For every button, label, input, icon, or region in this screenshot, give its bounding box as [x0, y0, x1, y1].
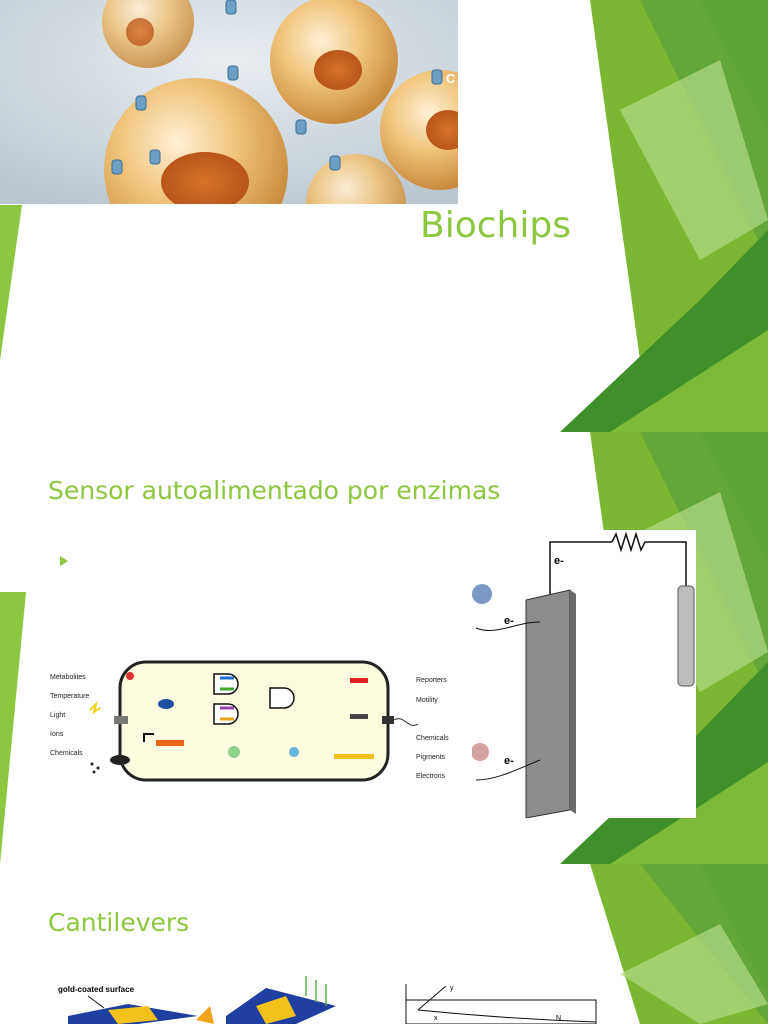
input-label: Ions: [50, 731, 64, 738]
biofuel-cell-diagram: e- e- e-: [472, 530, 696, 818]
axis-label: y: [450, 985, 454, 992]
electron-label: e-: [554, 555, 564, 567]
output-label: Chemicals: [416, 735, 449, 742]
cell-circuit-diagram: Metabolites Temperature Light Ions Chemi…: [50, 660, 449, 782]
output-label: Reporters: [416, 677, 447, 684]
bullet-arrow-icon: [60, 556, 68, 566]
green-decoration: [0, 0, 768, 432]
electron-label: e-: [504, 615, 514, 627]
input-label: Temperature: [50, 693, 89, 700]
axis-label: N: [556, 1015, 561, 1022]
green-decoration: [590, 864, 768, 1024]
axis-label: x: [434, 1015, 438, 1022]
output-label: Pigments: [416, 754, 446, 761]
input-label: Chemicals: [50, 750, 83, 757]
electron-label: e-: [504, 755, 514, 767]
slide-heading: Cantilevers: [48, 908, 190, 937]
slide-enzyme-sensor: Sensor autoalimentado por enzimas Metabo…: [0, 432, 768, 864]
svg-text:C: C: [446, 71, 456, 86]
output-label: Motility: [416, 697, 438, 704]
slide-title-text: Biochips: [420, 205, 571, 246]
output-label: Electrons: [416, 773, 446, 780]
cantilever-diagram-left: gold-coated surface: [58, 985, 198, 1024]
cantilever-axis-diagram: y x N: [405, 984, 597, 1024]
slide-cantilevers: Cantilevers gold-coated surface y x N: [0, 864, 768, 1024]
input-label: Metabolites: [50, 674, 86, 681]
cantilever-diagram-middle: [196, 976, 336, 1024]
slide-title: C Biochips: [0, 0, 768, 432]
cells-image: C: [0, 0, 458, 204]
input-label: Light: [50, 712, 65, 719]
surface-label: gold-coated surface: [58, 985, 135, 994]
slide-heading: Sensor autoalimentado por enzimas: [48, 476, 501, 505]
